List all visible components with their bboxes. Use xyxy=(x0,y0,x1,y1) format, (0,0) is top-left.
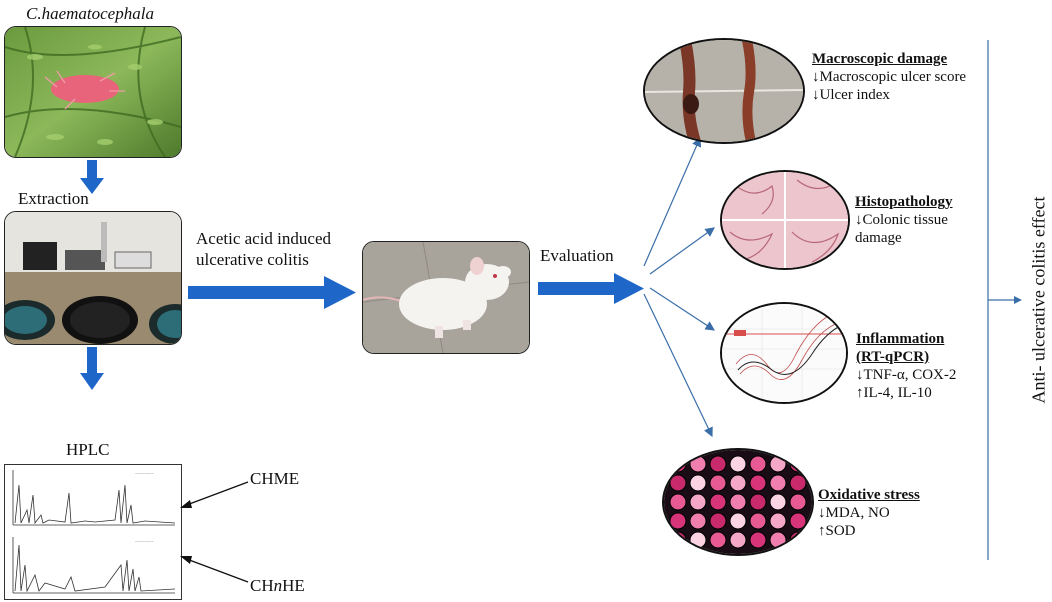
well xyxy=(689,474,707,492)
well xyxy=(789,474,807,492)
well xyxy=(789,455,807,473)
extraction-label: Extraction xyxy=(18,189,89,208)
macroscopic-line-1: ↓Macroscopic ulcer score xyxy=(812,69,967,85)
well xyxy=(689,493,707,511)
histopathology-line-2: damage xyxy=(855,230,902,246)
well xyxy=(749,531,767,549)
right-arrow-evaluation xyxy=(538,273,644,304)
macroscopic-image xyxy=(643,38,805,144)
induction-label-line1: Acetic acid induced xyxy=(196,229,331,248)
well xyxy=(689,531,707,549)
oxidative-result: Oxidative stress ↓MDA, NO ↑SOD xyxy=(818,486,920,540)
well xyxy=(669,493,687,511)
well xyxy=(709,474,727,492)
oxidative-line-1: ↓MDA, NO xyxy=(818,505,890,521)
well xyxy=(769,512,787,530)
chme-label: CHME xyxy=(250,469,300,488)
macroscopic-line-2: ↓Ulcer index xyxy=(812,87,890,103)
well xyxy=(729,455,747,473)
well xyxy=(749,512,767,530)
well xyxy=(709,493,727,511)
well xyxy=(669,474,687,492)
well xyxy=(729,493,747,511)
well xyxy=(749,493,767,511)
svg-text:~~~~~~~~: ~~~~~~~~ xyxy=(135,471,154,476)
histopathology-result: Histopathology ↓Colonic tissue damage xyxy=(855,193,953,247)
right-arrow-induction xyxy=(188,276,356,309)
conclusion-label: Anti- ulcerative colitis effect xyxy=(1028,196,1049,404)
well xyxy=(669,455,687,473)
svg-text:~~~~~~~~: ~~~~~~~~ xyxy=(135,539,154,544)
well xyxy=(729,531,747,549)
well xyxy=(709,455,727,473)
inflammation-result: Inflammation (RT-qPCR) ↓TNF-α, COX-2 ↑IL… xyxy=(856,330,956,402)
macroscopic-result: Macroscopic damage ↓Macroscopic ulcer sc… xyxy=(812,50,966,104)
inflammation-line-2: ↑IL-4, IL-10 xyxy=(856,385,932,401)
well xyxy=(689,512,707,530)
well xyxy=(709,531,727,549)
well xyxy=(669,512,687,530)
evaluation-fan-arrows xyxy=(643,136,716,438)
histopathology-line-1: ↓Colonic tissue xyxy=(855,212,948,228)
well xyxy=(749,455,767,473)
down-arrow-hplc xyxy=(80,347,104,390)
inflammation-title: Inflammation xyxy=(856,331,945,347)
induction-label-line2: ulcerative colitis xyxy=(196,250,309,269)
oxidative-title: Oxidative stress xyxy=(818,487,920,503)
chnhe-label: CHnHE xyxy=(250,576,305,595)
well xyxy=(789,493,807,511)
inflammation-line-1: ↓TNF-α, COX-2 xyxy=(856,367,957,383)
plant-title: C.haematocephala xyxy=(26,4,154,23)
well xyxy=(789,512,807,530)
extraction-photo xyxy=(4,211,182,345)
hplc-chromatogram: ~~~~~~~~ ~~~~~~~~ xyxy=(4,464,182,600)
oxidative-line-2: ↑SOD xyxy=(818,523,856,539)
conclusion-bracket xyxy=(987,40,1022,560)
histopathology-image xyxy=(720,170,850,270)
conclusion-container: Anti- ulcerative colitis effect xyxy=(1024,90,1052,510)
chromatogram-pointer-arrows xyxy=(180,481,249,583)
well xyxy=(689,455,707,473)
oxidative-stress-image xyxy=(662,448,814,556)
well xyxy=(729,512,747,530)
plant-photo xyxy=(4,26,182,158)
evaluation-label: Evaluation xyxy=(540,246,614,265)
histopathology-title: Histopathology xyxy=(855,194,953,210)
well xyxy=(709,512,727,530)
well xyxy=(769,531,787,549)
well xyxy=(729,474,747,492)
rat-photo xyxy=(362,241,530,354)
down-arrow-extraction xyxy=(80,160,104,194)
well xyxy=(669,531,687,549)
well xyxy=(769,455,787,473)
well xyxy=(769,493,787,511)
macroscopic-title: Macroscopic damage xyxy=(812,51,948,67)
flower-shape xyxy=(51,75,119,103)
well xyxy=(789,531,807,549)
inflammation-image xyxy=(720,302,848,404)
inflammation-title-2: (RT-qPCR) xyxy=(856,349,930,365)
well xyxy=(769,474,787,492)
hplc-label: HPLC xyxy=(66,440,110,459)
well xyxy=(749,474,767,492)
